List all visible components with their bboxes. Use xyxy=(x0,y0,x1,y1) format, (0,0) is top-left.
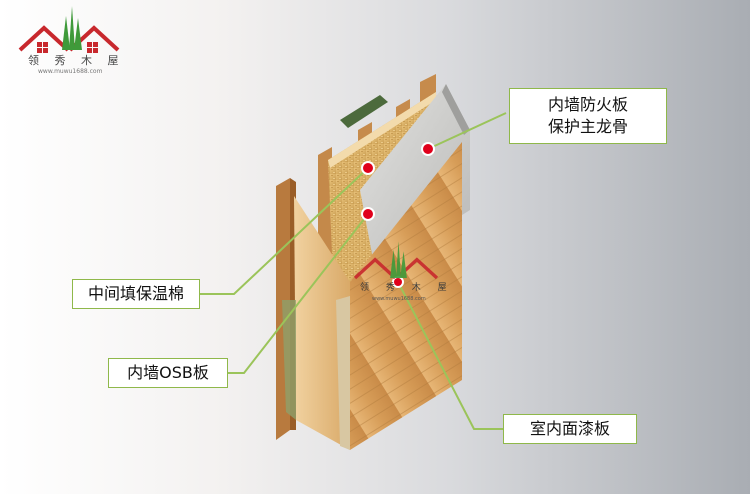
marker-drywall xyxy=(421,142,435,156)
marker-osb xyxy=(361,207,375,221)
callout-line-drywall xyxy=(427,112,507,150)
label-drywall-line1: 内墙防火板 xyxy=(547,95,628,114)
outer-membrane xyxy=(340,95,388,128)
watermark-house-icon xyxy=(353,241,439,280)
label-drywall: 内墙防火板 保护主龙骨 xyxy=(509,88,667,144)
label-insulation: 中间填保温棉 xyxy=(72,279,200,309)
label-osb: 内墙OSB板 xyxy=(108,358,228,388)
callout-line-osb xyxy=(228,213,369,374)
watermark-name: 领 秀 木 屋 xyxy=(360,283,454,293)
label-drywall-line2: 保护主龙骨 xyxy=(547,117,628,136)
callout-line-insulation xyxy=(200,167,369,295)
marker-insulation xyxy=(361,161,375,175)
logo-name: 领 秀 木 屋 xyxy=(28,54,125,67)
watermark-url: www.muwu1688.com xyxy=(372,296,426,302)
logo-url: www.muwu1688.com xyxy=(38,68,103,75)
callout-line-finish xyxy=(397,281,503,430)
label-finish: 室内面漆板 xyxy=(503,414,637,444)
logo-house-icon xyxy=(18,6,120,53)
